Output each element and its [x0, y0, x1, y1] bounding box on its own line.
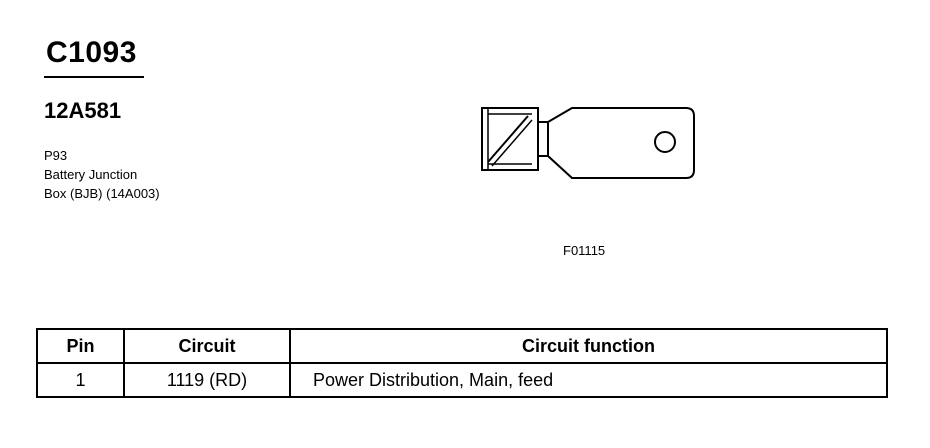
terminal-neck [537, 121, 549, 157]
ring-terminal-drawing [481, 107, 695, 179]
connector-id: C1093 [46, 36, 137, 69]
description-line: P93 [44, 148, 68, 163]
terminal-hole [654, 131, 676, 153]
circuit-cell: 1119 (RD) [123, 362, 291, 398]
function-column-header: Circuit function [289, 328, 888, 364]
title-underline [44, 76, 144, 78]
connector-description: P93 Battery Junction Box (BJB) (14A003) [44, 146, 160, 203]
terminal-tongue [547, 107, 695, 179]
table-header-row: Pin Circuit Circuit function [36, 328, 888, 364]
circuit-column-header: Circuit [123, 328, 291, 364]
pin-cell: 1 [36, 362, 125, 398]
function-cell: Power Distribution, Main, feed [289, 362, 888, 398]
part-number: 12A581 [44, 98, 122, 123]
pin-column-header: Pin [36, 328, 125, 364]
pin-table: Pin Circuit Circuit function 1 1119 (RD)… [36, 328, 888, 398]
description-line: Battery Junction [44, 167, 138, 182]
table-row: 1 1119 (RD) Power Distribution, Main, fe… [36, 362, 888, 398]
description-line: Box (BJB) (14A003) [44, 186, 160, 201]
figure-reference: F01115 [563, 243, 606, 258]
